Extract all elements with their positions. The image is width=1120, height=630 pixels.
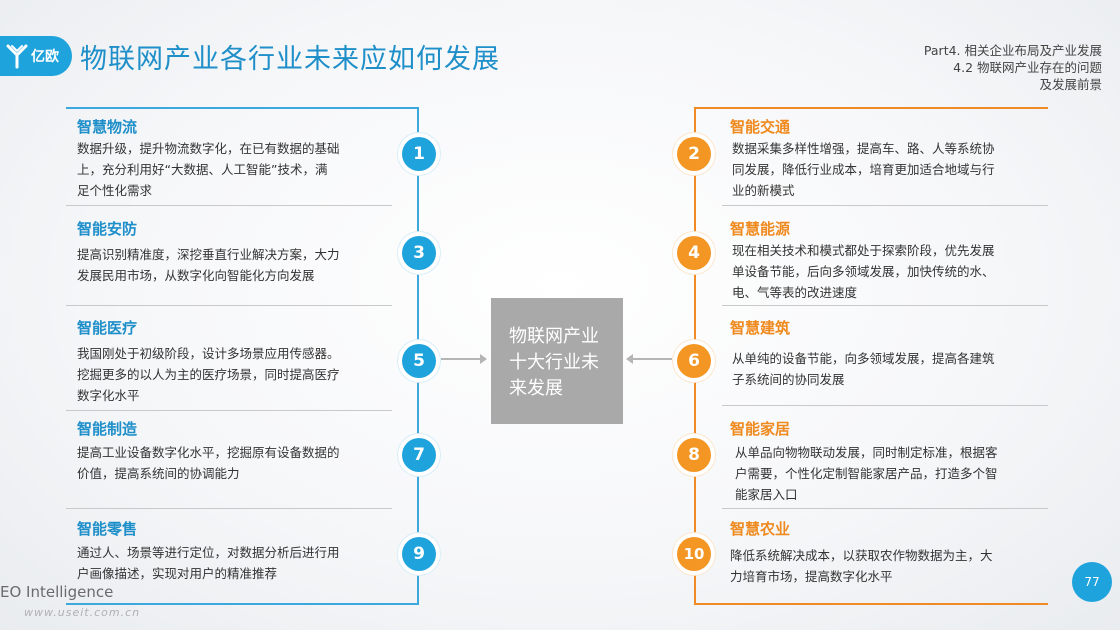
item-title: 智能家居 bbox=[730, 420, 791, 438]
desc-line: 户需要，个性化定制智能家居产品，打造多个智 bbox=[735, 466, 998, 481]
desc-line: 现在相关技术和模式都处于探索阶段，优先发展 bbox=[732, 243, 995, 258]
left-separator bbox=[66, 305, 392, 306]
item-description: 数据采集多样性增强，提高车、路、人等系统协 同发展，降低行业成本，培育更加适合地… bbox=[732, 138, 1044, 201]
desc-line: 通过人、场景等进行定位，对数据分析后进行用 bbox=[77, 545, 340, 560]
desc-line: 提高识别精准度，深挖垂直行业解决方案，大力 bbox=[77, 247, 340, 262]
right-separator bbox=[722, 405, 1048, 406]
desc-line: 子系统间的协同发展 bbox=[732, 372, 845, 387]
item-number-badge: 10 bbox=[677, 537, 711, 571]
desc-line: 电、气等表的改进速度 bbox=[732, 285, 858, 300]
arrow-left-icon bbox=[626, 354, 672, 364]
logo: 亿欧 bbox=[0, 36, 72, 76]
item-title: 智能零售 bbox=[77, 520, 138, 538]
item-description: 通过人、场景等进行定位，对数据分析后进行用 户画像描述，实现对用户的精准推荐 bbox=[77, 542, 389, 584]
item-description: 从单纯的设备节能，向多领域发展，提高各建筑 子系统间的协同发展 bbox=[732, 348, 1044, 390]
desc-line: 力培育市场，提高数字化水平 bbox=[730, 569, 893, 584]
footer-watermark-url: www.useit.com.cn bbox=[24, 606, 141, 619]
item-number-badge: 5 bbox=[402, 344, 436, 378]
logo-text: 亿欧 bbox=[31, 49, 59, 65]
item-title: 智慧农业 bbox=[730, 520, 791, 538]
desc-line: 上，充分利用好“大数据、人工智能”技术，满 bbox=[77, 162, 328, 177]
center-topic-box: 物联网产业 十大行业未 来发展 bbox=[491, 298, 623, 424]
item-number-badge: 9 bbox=[402, 537, 436, 571]
arrow-right-icon bbox=[441, 354, 487, 364]
center-line: 物联网产业 bbox=[509, 326, 599, 347]
item-description: 从单品向物物联动发展，同时制定标准，根据客 户需要，个性化定制智能家居产品，打造… bbox=[735, 442, 1047, 505]
desc-line: 我国刚处于初级阶段，设计多场景应用传感器。 bbox=[77, 346, 340, 361]
right-separator bbox=[722, 305, 1048, 306]
item-description: 现在相关技术和模式都处于探索阶段，优先发展 单设备节能，后向多领域发展，加快传统… bbox=[732, 240, 1044, 303]
item-number-badge: 4 bbox=[677, 236, 711, 270]
item-description: 数据升级，提升物流数字化，在已有数据的基础 上，充分利用好“大数据、人工智能”技… bbox=[77, 138, 389, 201]
section-breadcrumb: Part4. 相关企业布局及产业发展 4.2 物联网产业存在的问题 及发展前景 bbox=[924, 42, 1102, 93]
desc-line: 提高工业设备数字化水平，挖掘原有设备数据的 bbox=[77, 445, 340, 460]
footer-brand: EO Intelligence bbox=[0, 583, 114, 601]
desc-line: 价值，提高系统间的协调能力 bbox=[77, 466, 240, 481]
right-separator bbox=[722, 205, 1048, 206]
item-description: 我国刚处于初级阶段，设计多场景应用传感器。 挖掘更多的以人为主的医疗场景，同时提… bbox=[77, 343, 389, 406]
desc-line: 发展民用市场，从数字化向智能化方向发展 bbox=[77, 268, 315, 283]
desc-line: 业的新模式 bbox=[732, 183, 795, 198]
desc-line: 数据采集多样性增强，提高车、路、人等系统协 bbox=[732, 141, 995, 156]
desc-line: 户画像描述，实现对用户的精准推荐 bbox=[77, 566, 278, 581]
item-number-badge: 7 bbox=[402, 438, 436, 472]
item-title: 智能交通 bbox=[730, 118, 791, 136]
desc-line: 数据升级，提升物流数字化，在已有数据的基础 bbox=[77, 141, 340, 156]
item-description: 提高识别精准度，深挖垂直行业解决方案，大力 发展民用市场，从数字化向智能化方向发… bbox=[77, 244, 389, 286]
item-title: 智慧能源 bbox=[730, 220, 791, 238]
left-separator bbox=[66, 205, 392, 206]
item-number-badge: 8 bbox=[677, 438, 711, 472]
desc-line: 能家居入口 bbox=[735, 487, 798, 502]
desc-line: 数字化水平 bbox=[77, 388, 140, 403]
left-separator bbox=[66, 508, 392, 509]
item-title: 智能制造 bbox=[77, 420, 138, 438]
item-description: 提高工业设备数字化水平，挖掘原有设备数据的 价值，提高系统间的协调能力 bbox=[77, 442, 389, 484]
breadcrumb-part: Part4. 相关企业布局及产业发展 bbox=[923, 43, 1102, 58]
center-line: 来发展 bbox=[509, 378, 563, 399]
item-number-badge: 3 bbox=[402, 236, 436, 270]
desc-line: 足个性化需求 bbox=[77, 183, 153, 198]
item-number-badge: 2 bbox=[677, 137, 711, 171]
item-title: 智能医疗 bbox=[77, 319, 138, 337]
logo-mark-icon bbox=[6, 44, 28, 69]
desc-line: 从单品向物物联动发展，同时制定标准，根据客 bbox=[735, 445, 998, 460]
center-line: 十大行业未 bbox=[509, 352, 599, 373]
left-separator bbox=[66, 410, 392, 411]
item-title: 智慧建筑 bbox=[730, 319, 791, 337]
item-number-badge: 1 bbox=[402, 137, 436, 171]
item-title: 智慧物流 bbox=[77, 118, 138, 136]
item-description: 降低系统解决成本，以获取农作物数据为主，大 力培育市场，提高数字化水平 bbox=[730, 545, 1042, 587]
desc-line: 同发展，降低行业成本，培育更加适合地域与行 bbox=[732, 162, 995, 177]
right-separator bbox=[722, 508, 1048, 509]
item-title: 智能安防 bbox=[77, 220, 138, 238]
breadcrumb-section: 4.2 物联网产业存在的问题 bbox=[953, 60, 1102, 75]
breadcrumb-section-cont: 及发展前景 bbox=[1039, 77, 1102, 92]
page-title: 物联网产业各行业未来应如何发展 bbox=[80, 44, 500, 75]
desc-line: 从单纯的设备节能，向多领域发展，提高各建筑 bbox=[732, 351, 995, 366]
page-number: 77 bbox=[1072, 562, 1112, 602]
desc-line: 降低系统解决成本，以获取农作物数据为主，大 bbox=[730, 548, 993, 563]
desc-line: 挖掘更多的以人为主的医疗场景，同时提高医疗 bbox=[77, 367, 340, 382]
desc-line: 单设备节能，后向多领域发展，加快传统的水、 bbox=[732, 264, 995, 279]
item-number-badge: 6 bbox=[677, 344, 711, 378]
